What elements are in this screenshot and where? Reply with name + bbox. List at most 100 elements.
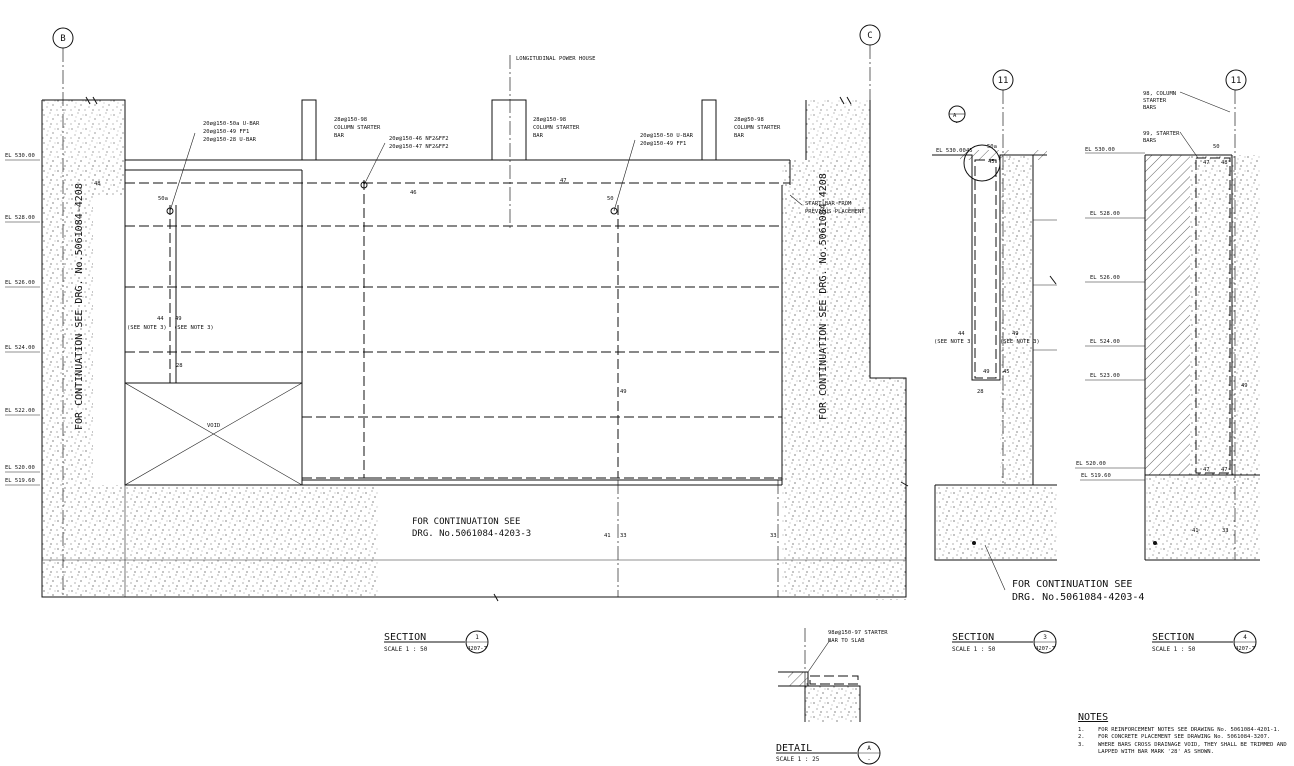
right-top-concrete: [806, 100, 870, 160]
notes-block: NOTES 1. FOR REINFORCEMENT NOTES SEE DRA…: [1078, 712, 1287, 755]
svg-text:LAPPED WITH BAR MARK '28' AS S: LAPPED WITH BAR MARK '28' AS SHOWN.: [1098, 749, 1214, 755]
svg-text:START BAR FROM: START BAR FROM: [805, 201, 852, 207]
see-note: (SEE NOTE 3): [127, 325, 167, 331]
svg-text:DRG. No.5061084-4203-3: DRG. No.5061084-4203-3: [412, 529, 531, 539]
section-1-title: SECTION: [384, 632, 426, 643]
svg-text:20ø@150-50a U-BAR: 20ø@150-50a U-BAR: [203, 121, 260, 127]
svg-text:28ø@50-98: 28ø@50-98: [734, 117, 764, 123]
bar-mark: 45: [988, 159, 995, 165]
section-1-outline: [41, 100, 907, 598]
base-concrete-left: [125, 485, 378, 597]
continuation-sec34: FOR CONTINUATION SEE DRG. No.5061084-420…: [1012, 579, 1144, 603]
svg-text:20ø@150-28 U-BAR: 20ø@150-28 U-BAR: [203, 137, 257, 143]
svg-text:COLUMN STARTER: COLUMN STARTER: [734, 125, 781, 131]
right-step-concrete: [870, 378, 906, 600]
bar-mark: 50: [607, 196, 614, 202]
grid-bubble-11: [992, 69, 1014, 91]
section-3-ref: 4207-7: [1035, 646, 1055, 652]
section-3-scale: SCALE 1 : 50: [952, 646, 996, 653]
section-1-ref: 4207-7: [467, 646, 487, 652]
starter-bars-label: 99, STARTER BARS: [1143, 131, 1180, 144]
bar-mark: 50a: [987, 144, 997, 150]
detail-scale: SCALE 1 : 25: [776, 756, 820, 763]
svg-text:BAR: BAR: [334, 133, 345, 139]
section-1-drawing: [5, 24, 909, 602]
bar-mark: 44: [157, 316, 164, 322]
svg-text:FOR CONTINUATION SEE: FOR CONTINUATION SEE: [1012, 579, 1132, 590]
level-label: EL 519.60: [1081, 473, 1111, 479]
svg-text:20ø@150-49 FF1: 20ø@150-49 FF1: [640, 141, 686, 147]
level-label: EL 530.00: [1085, 147, 1115, 153]
left-top-concrete: [42, 100, 125, 160]
see-note: (SEE NOTE 3): [934, 339, 974, 345]
bar-mark: 50: [1213, 144, 1220, 150]
section-3-drawing: [932, 69, 1057, 591]
svg-text:STARTER: STARTER: [1143, 98, 1167, 104]
bar-mark: 33: [770, 533, 777, 539]
continuation-right: FOR CONTINUATION SEE DRG. No.5061084-420…: [818, 173, 829, 420]
detail-a-circle: [963, 144, 1001, 182]
svg-text:COLUMN STARTER: COLUMN STARTER: [334, 125, 381, 131]
grid-label-11b: 11: [1231, 76, 1242, 86]
col-starter-label: 98, COLUMN STARTER BARS: [1143, 91, 1176, 111]
svg-text:WHERE BARS CROSS DRAINAGE VOID: WHERE BARS CROSS DRAINAGE VOID, THEY SHA…: [1098, 742, 1287, 748]
section-4-num: 4: [1243, 634, 1247, 641]
bar-mark: 49: [175, 316, 182, 322]
level-label: EL 530.00: [5, 153, 35, 159]
svg-text:98, COLUMN: 98, COLUMN: [1143, 91, 1176, 97]
title-block-section-3: [952, 630, 1057, 654]
section-1-scale: SCALE 1 : 50: [384, 646, 428, 653]
bar-mark: 49: [983, 369, 990, 375]
centerline-label: LONGITUDINAL POWER HOUSE: [516, 56, 595, 62]
section-4-ref: 4207-7: [1235, 646, 1255, 652]
level-label: EL 528.00: [1090, 211, 1120, 217]
level-label: EL 530.00: [936, 148, 966, 154]
level-label: EL 519.60: [5, 478, 35, 484]
grid-label-11: 11: [998, 76, 1009, 86]
bar-mark: 41: [1192, 528, 1199, 534]
right-wall-concrete: [782, 160, 870, 597]
grid-bubble-c: [859, 24, 881, 46]
bar-mark: 44: [958, 331, 965, 337]
bar-callout-5: 20ø@150-50 U-BAR 20ø@150-49 FF1: [640, 133, 694, 147]
svg-text:20ø@150-46 NF2&FF2: 20ø@150-46 NF2&FF2: [389, 136, 449, 142]
svg-text:DRG. No.5061084-4203-4: DRG. No.5061084-4203-4: [1012, 592, 1144, 603]
bar-mark: 47: [560, 178, 567, 184]
svg-text:20ø@150-49 FF1: 20ø@150-49 FF1: [203, 129, 249, 135]
grid-bubble-b: [52, 27, 74, 49]
level-label: EL 526.00: [5, 280, 35, 286]
svg-text:98ø@150-97 STARTER: 98ø@150-97 STARTER: [828, 630, 888, 636]
see-note: (SEE NOTE 3): [1000, 339, 1040, 345]
detail-num: A: [867, 745, 871, 752]
see-note: (SEE NOTE 3): [174, 325, 214, 331]
continuation-left: FOR CONTINUATION SEE DRG. No.5061084-420…: [74, 183, 85, 430]
void-label: VOID: [207, 423, 220, 429]
svg-text:PREVIOUS PLACEMENT: PREVIOUS PLACEMENT: [805, 209, 865, 215]
title-block-section-4: [1152, 630, 1257, 654]
bar-mark: 50a: [158, 196, 168, 202]
section-4-drawing: [1075, 69, 1260, 561]
bar-mark: 47: [1203, 467, 1210, 473]
bar-mark: 28: [176, 363, 183, 369]
bar-mark: 48: [94, 181, 101, 187]
level-label: EL 524.00: [1090, 339, 1120, 345]
svg-text:BAR: BAR: [734, 133, 745, 139]
level-label: EL 520.00: [1076, 461, 1106, 467]
left-pocket: [93, 195, 125, 485]
bar-mark: 49: [1012, 331, 1019, 337]
svg-text:99, STARTER: 99, STARTER: [1143, 131, 1180, 137]
svg-text:2.: 2.: [1078, 734, 1085, 740]
detail-tag-ref: -: [955, 120, 958, 126]
bar-mark: 33: [620, 533, 627, 539]
bar-mark: 28: [977, 389, 984, 395]
title-block-detail-a: [776, 741, 881, 765]
column-starter-hatch: [491, 99, 527, 161]
level-label: EL 522.00: [5, 408, 35, 414]
level-label: EL 526.00: [1090, 275, 1120, 281]
bar-callout-1: 20ø@150-50a U-BAR 20ø@150-49 FF1 20ø@150…: [203, 121, 260, 143]
bar-callout-3: 20ø@150-46 NF2&FF2 20ø@150-47 NF2&FF2: [389, 136, 449, 150]
detail-tag-num: A: [953, 113, 957, 119]
column-starter-hatch: [301, 99, 317, 161]
bar-mark: 46: [410, 190, 417, 196]
svg-text:FOR CONCRETE PLACEMENT SEE DRA: FOR CONCRETE PLACEMENT SEE DRAWING No. 5…: [1098, 734, 1270, 740]
